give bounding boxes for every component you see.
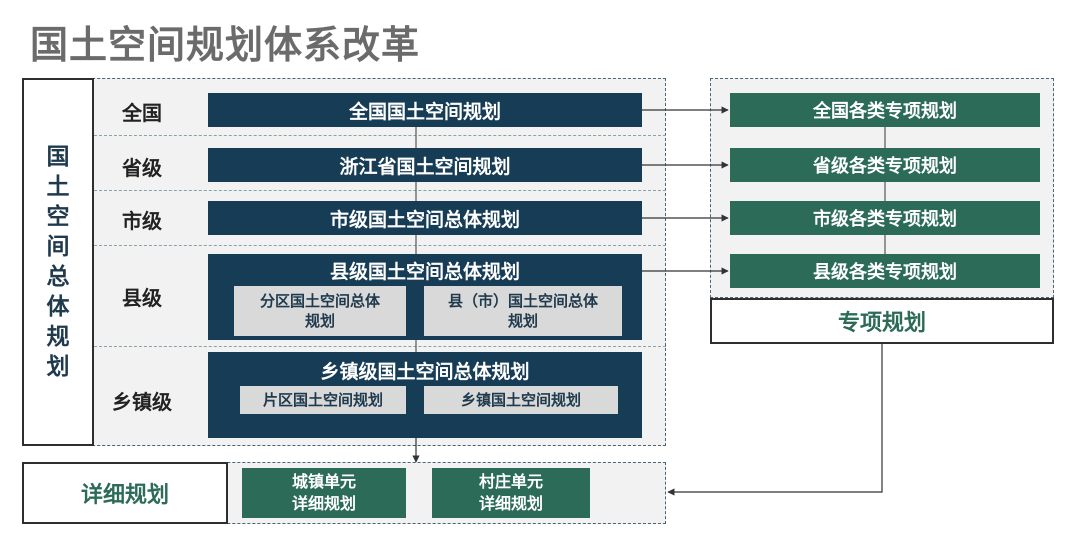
- arrow-special-to-detail: [667, 344, 883, 496]
- level-city: 市级: [122, 208, 162, 233]
- detailed-planning-label: 详细规划: [22, 462, 228, 524]
- label-char: 规: [46, 324, 70, 350]
- province-plan-box: 浙江省国土空间规划: [208, 148, 642, 182]
- special-national-box: 全国各类专项规划: [730, 93, 1040, 127]
- label-char: 总: [46, 264, 70, 290]
- level-national: 全国: [122, 100, 162, 125]
- label-char: 土: [46, 174, 70, 200]
- town-unit-detail-box: 城镇单元 详细规划: [242, 468, 406, 518]
- city-plan-box: 市级国土空间总体规划: [208, 201, 642, 235]
- label-char: 空: [46, 204, 70, 230]
- label-char: 体: [46, 294, 70, 320]
- label-char: 划: [46, 354, 70, 380]
- sub-line: 详细规划: [291, 494, 356, 513]
- row-divider: [94, 190, 666, 191]
- sub-line: 县（市）国土空间总体: [447, 292, 598, 310]
- label-char: 间: [46, 234, 70, 260]
- sub-line: 村庄单元: [478, 472, 543, 491]
- special-city-box: 市级各类专项规划: [730, 201, 1040, 235]
- national-plan-box: 全国国土空间规划: [208, 93, 642, 127]
- county-sub-county-city: 县（市）国土空间总体 规划: [424, 286, 622, 336]
- village-unit-detail-box: 村庄单元 详细规划: [432, 468, 590, 518]
- town-sub-area: 片区国土空间规划: [240, 386, 406, 414]
- row-divider: [94, 135, 666, 136]
- town-sub-town: 乡镇国土空间规划: [424, 386, 618, 414]
- row-divider: [94, 245, 666, 246]
- county-sub-district: 分区国土空间总体 规划: [234, 286, 406, 336]
- special-county-box: 县级各类专项规划: [730, 254, 1040, 288]
- overall-planning-label: 国 土 空 间 总 体 规 划: [22, 78, 94, 446]
- level-town: 乡镇级: [112, 389, 172, 414]
- special-planning-label: 专项规划: [710, 298, 1054, 344]
- special-province-box: 省级各类专项规划: [730, 148, 1040, 182]
- label-char: 国: [46, 144, 70, 170]
- row-divider: [94, 346, 666, 347]
- sub-line: 城镇单元: [291, 472, 356, 491]
- sub-line: 详细规划: [478, 494, 543, 513]
- page-title: 国土空间规划体系改革: [30, 23, 421, 67]
- sub-line: 分区国土空间总体: [259, 292, 380, 310]
- sub-line: 规划: [304, 312, 335, 330]
- level-county: 县级: [122, 285, 162, 310]
- town-plan-title: 乡镇级国土空间总体规划: [320, 360, 530, 383]
- level-province: 省级: [122, 155, 162, 180]
- sub-line: 规划: [507, 312, 538, 330]
- county-plan-title: 县级国土空间总体规划: [329, 260, 520, 283]
